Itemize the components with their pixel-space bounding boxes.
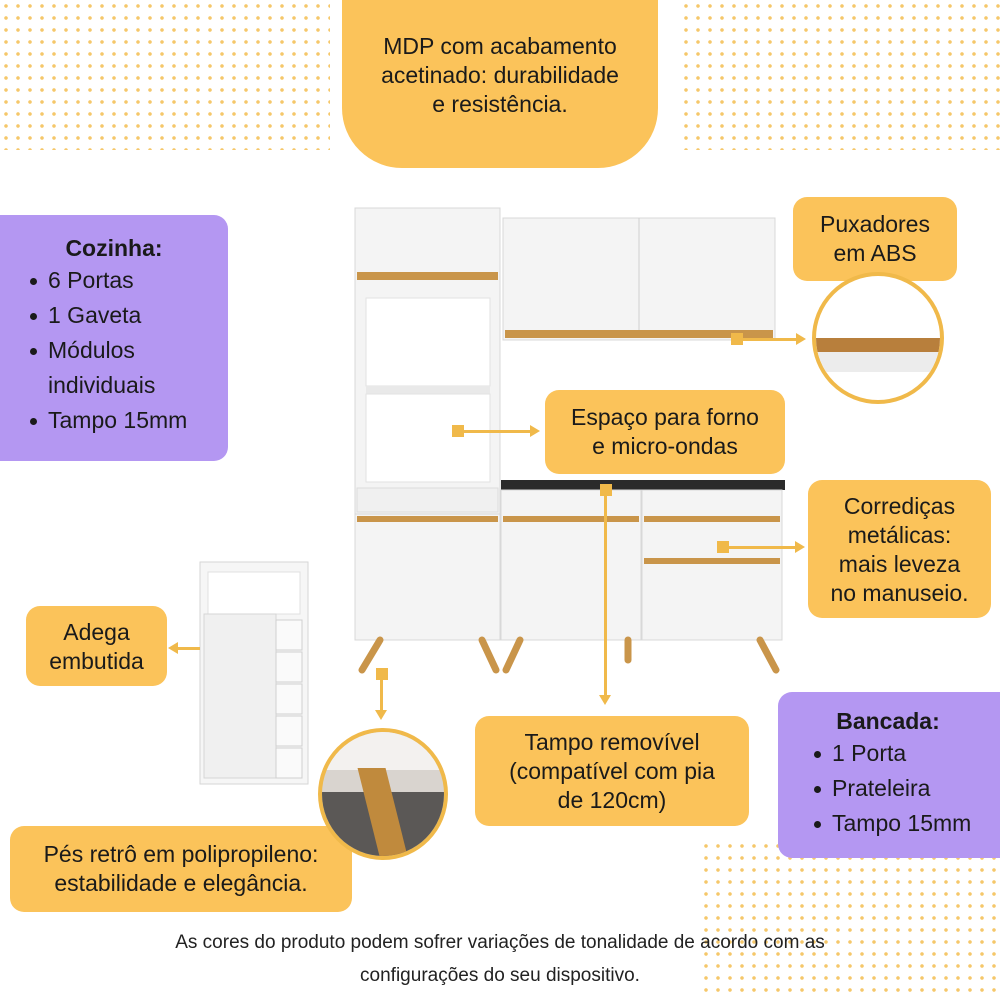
wine-rack-module	[199, 561, 309, 785]
handles-line-2: em ABS	[833, 240, 917, 266]
wine-line-1: Adega	[63, 619, 130, 645]
countertop-line-2: (compatível com pia	[509, 758, 715, 784]
slides-line-2: metálicas:	[847, 522, 952, 548]
list-item: Tampo 15mm	[814, 806, 1000, 841]
arrow-head-oven	[530, 425, 540, 437]
kitchen-illustration	[199, 207, 785, 785]
countertop	[501, 480, 785, 490]
connector-line-handles	[740, 338, 798, 341]
dot-pattern-top-left	[0, 0, 330, 150]
connector-line-feet	[380, 676, 383, 712]
handle-detail-image	[812, 272, 944, 404]
feet-callout: Pés retrô em polipropileno: estabilidade…	[10, 826, 352, 912]
countertop-line-1: Tampo removível	[524, 729, 700, 755]
cozinha-list: 6 Portas 1 Gaveta Módulos individuais Ta…	[24, 263, 228, 438]
oven-space-callout: Espaço para forno e micro-ondas	[545, 390, 785, 474]
tall-cabinet	[354, 207, 501, 519]
arrow-head-wine	[168, 642, 178, 654]
list-item: Tampo 15mm	[30, 403, 228, 438]
foot-detail-image	[318, 728, 448, 860]
list-item: Módulos individuais	[30, 333, 198, 403]
list-item: Prateleira	[814, 771, 1000, 806]
slides-line-4: no manuseio.	[830, 580, 969, 606]
dot-pattern-bottom-right	[700, 840, 1000, 1000]
feet-line-2: estabilidade e elegância.	[54, 870, 308, 896]
connector-dot-handles	[731, 333, 743, 345]
connector-dot-feet	[376, 668, 388, 680]
bancada-list: 1 Porta Prateleira Tampo 15mm	[808, 736, 1000, 841]
connector-dot-slides	[717, 541, 729, 553]
arrow-head-handles	[796, 333, 806, 345]
oven-line-1: Espaço para forno	[571, 404, 759, 430]
connector-dot-oven	[452, 425, 464, 437]
finish-line-2: acetinado: durabilidade	[381, 62, 619, 88]
drawer-slides-callout: Corrediças metálicas: mais leveza no man…	[808, 480, 991, 618]
slides-line-1: Corrediças	[843, 493, 956, 519]
list-item: 6 Portas	[30, 263, 228, 298]
connector-dot-countertop	[600, 484, 612, 496]
finish-line-3: e resistência.	[432, 91, 568, 117]
connector-line-wine	[176, 647, 200, 650]
finish-line-1: MDP com acabamento	[383, 33, 617, 59]
upper-cabinets	[502, 217, 776, 341]
color-disclaimer: As cores do produto podem sofrer variaçõ…	[0, 926, 1000, 992]
arrow-head-countertop	[599, 695, 611, 705]
wine-line-2: embutida	[49, 648, 144, 674]
bancada-title: Bancada:	[836, 708, 940, 734]
feet-line-1: Pés retrô em polipropileno:	[43, 841, 319, 867]
handles-line-1: Puxadores	[820, 211, 930, 237]
disclaimer-line-1: As cores do produto podem sofrer variaçõ…	[175, 932, 825, 953]
countertop-line-3: de 120cm)	[557, 787, 667, 813]
connector-line-slides	[726, 546, 796, 549]
lower-cabinets	[354, 489, 783, 641]
arrow-head-slides	[795, 541, 805, 553]
list-item: 1 Gaveta	[30, 298, 228, 333]
dot-pattern-top-right	[680, 0, 1000, 150]
cozinha-title: Cozinha:	[65, 235, 163, 261]
connector-line-countertop	[604, 494, 607, 696]
list-item: 1 Porta	[814, 736, 1000, 771]
slides-line-3: mais leveza	[838, 551, 961, 577]
countertop-callout: Tampo removível (compatível com pia de 1…	[475, 716, 749, 826]
handles-callout: Puxadores em ABS	[793, 197, 957, 281]
cozinha-box: Cozinha: 6 Portas 1 Gaveta Módulos indiv…	[0, 215, 228, 461]
connector-line-oven	[462, 430, 532, 433]
oven-line-2: e micro-ondas	[592, 433, 738, 459]
wine-rack-callout: Adega embutida	[26, 606, 167, 686]
retro-legs	[358, 636, 780, 674]
disclaimer-line-2: configurações do seu dispositivo.	[360, 965, 640, 986]
finish-callout: MDP com acabamento acetinado: durabilida…	[342, 0, 658, 168]
bancada-box: Bancada: 1 Porta Prateleira Tampo 15mm	[778, 692, 1000, 858]
arrow-head-feet	[375, 710, 387, 720]
